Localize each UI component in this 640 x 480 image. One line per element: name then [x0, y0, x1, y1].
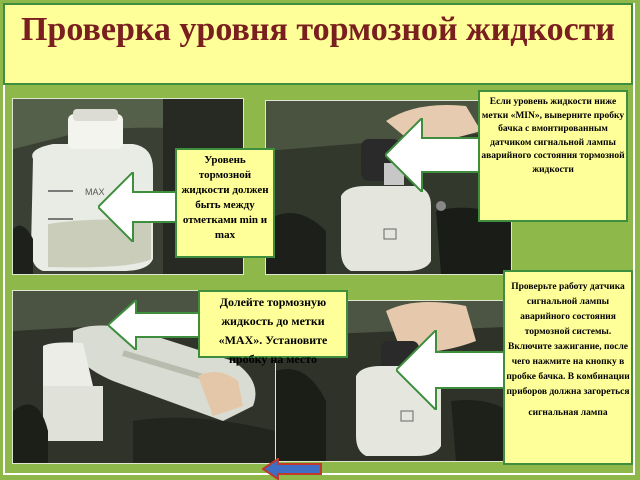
callout-test-sensor: Проверьте работу датчика сигнальной ламп…	[503, 270, 633, 465]
callout-level-range-text: Уровень тормозной жидкости должен быть м…	[181, 154, 269, 241]
photo-unscrew-cap	[265, 100, 512, 275]
slide-title: Проверка уровня тормозной жидкости	[20, 11, 616, 48]
arrow-to-photo2-icon	[385, 118, 480, 192]
callout-test-sensor-text: Проверьте работу датчика сигнальной ламп…	[506, 282, 630, 397]
title-banner: Проверка уровня тормозной жидкости	[3, 3, 633, 85]
callout-top-up: Долейте тормозную жидкость до метки «MAX…	[198, 290, 348, 366]
arrow-to-photo4-icon	[396, 330, 506, 410]
arrow-to-photo3-icon	[108, 300, 200, 350]
callout-test-sensor-tail: сигнальная лампа	[528, 408, 608, 418]
back-arrow-icon[interactable]	[262, 458, 322, 480]
callout-unscrew-cap-text: Если уровень жидкости ниже метки «MIN», …	[481, 97, 625, 175]
arrow-to-photo1-icon	[98, 172, 180, 242]
max-mark-label: MAX	[85, 187, 105, 197]
callout-unscrew-cap: Если уровень жидкости ниже метки «MIN», …	[478, 90, 628, 222]
callout-level-range: Уровень тормозной жидкости должен быть м…	[175, 148, 275, 258]
callout-top-up-text: Долейте тормозную жидкость до метки «MAX…	[218, 295, 328, 366]
